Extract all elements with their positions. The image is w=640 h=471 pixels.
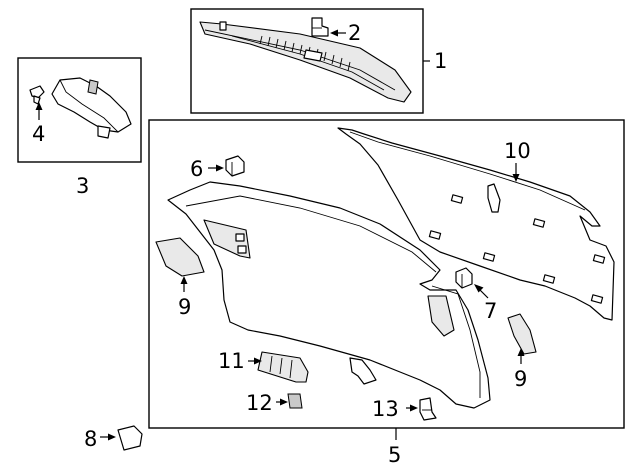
clip-part-12: [287, 393, 303, 409]
callout-9-left: 9: [178, 295, 191, 319]
handle-part-11: [257, 351, 309, 383]
callout-9-right: 9: [514, 367, 527, 391]
liftgate-upper-panel: [337, 127, 615, 321]
callout-7: 7: [484, 299, 497, 323]
callout-8: 8: [84, 427, 97, 451]
cover-part-9-right: [507, 313, 537, 355]
callout-11: 11: [218, 349, 245, 373]
liftgate-lower-panel: [167, 181, 491, 409]
fastener-part-4: [29, 85, 45, 105]
callout-10: 10: [504, 139, 531, 163]
callout-5: 5: [388, 443, 401, 467]
leader-7: [479, 289, 489, 299]
pillar-trim-part: [51, 77, 132, 139]
clip-part-6: [225, 155, 245, 177]
frame-part-3: [17, 57, 142, 163]
fastener-part-13: [419, 397, 437, 421]
clip-part-7: [455, 267, 473, 289]
cover-part-9-left: [155, 237, 205, 277]
callout-12: 12: [246, 391, 273, 415]
callout-1: 1: [434, 49, 447, 73]
callout-2: 2: [348, 21, 361, 45]
callout-13: 13: [372, 397, 399, 421]
frame-part-5: [148, 119, 625, 429]
callout-4: 4: [32, 122, 45, 146]
callout-3: 3: [76, 174, 89, 198]
plug-part-8: [117, 425, 143, 451]
clip-part-2: [311, 17, 329, 37]
callout-6: 6: [190, 157, 203, 181]
scuff-plate-part: [199, 21, 412, 103]
